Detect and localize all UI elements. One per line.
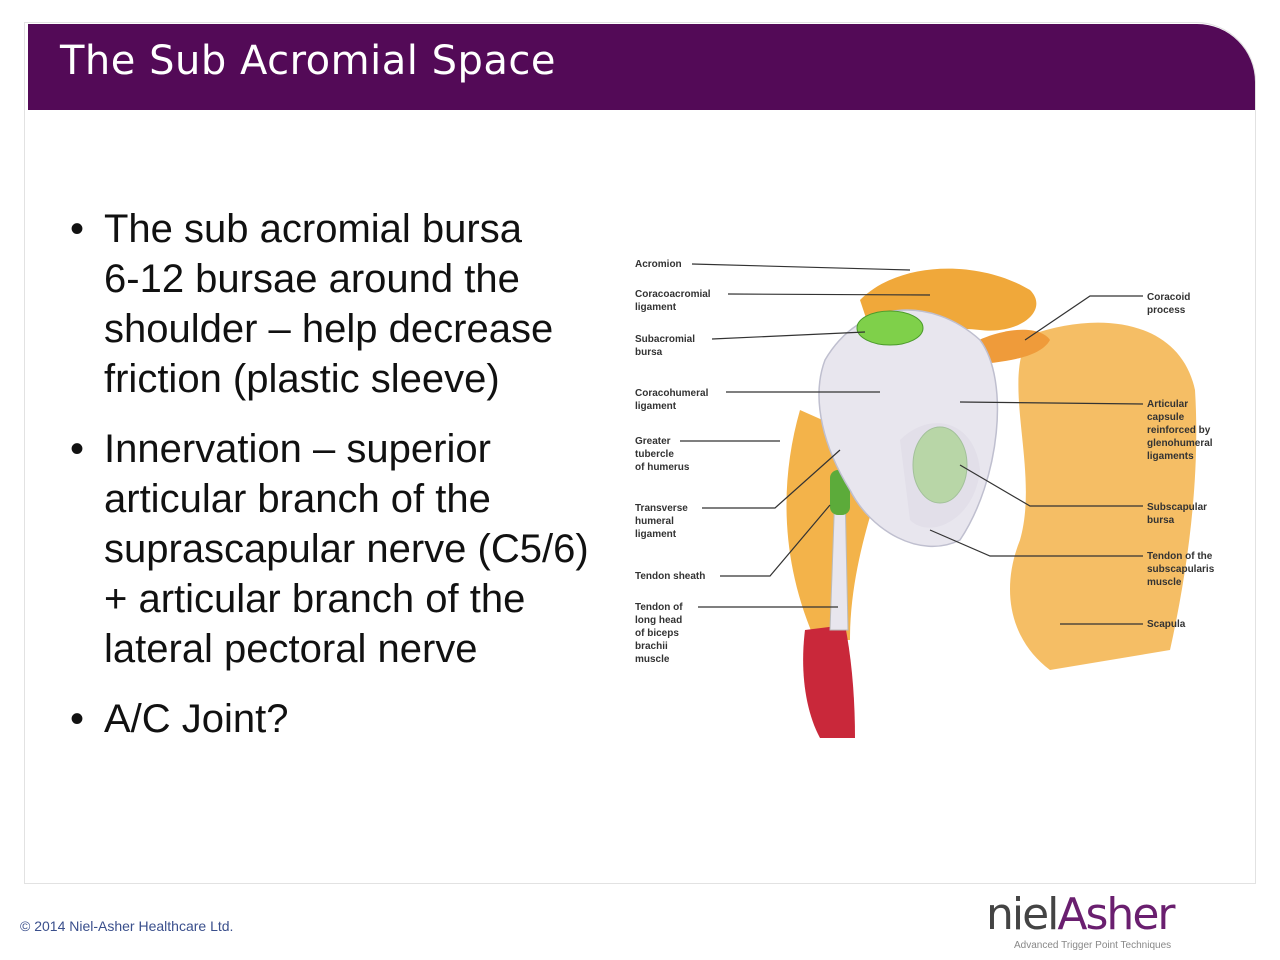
leader-line	[691, 263, 911, 271]
anatomy-illustration	[786, 268, 1197, 738]
label-tendon-sheath: Tendon sheath	[635, 571, 705, 582]
slide-title: The Sub Acromial Space	[60, 38, 556, 84]
subscapularis-tendon	[900, 423, 980, 528]
bullet-item: • Innervation – superior articular branc…	[70, 424, 630, 674]
bullet-line: articular branch of the	[104, 477, 491, 521]
bullet-line: 6-12 bursae around the	[104, 257, 520, 301]
leader-line	[711, 331, 866, 340]
bullet-line: + articular branch of the	[104, 577, 526, 621]
brand-logo: nielAsher Advanced Trigger Point Techniq…	[986, 890, 1186, 956]
title-bar	[28, 24, 1255, 110]
bullet-line: Innervation – superior	[104, 427, 491, 471]
bullet-line: The sub acromial bursa	[104, 207, 522, 251]
bullet-item: • A/C Joint?	[70, 694, 630, 744]
bullet-line: A/C Joint?	[104, 697, 289, 741]
bullet-list: • The sub acromial bursa 6-12 bursae aro…	[70, 204, 630, 764]
biceps-muscle	[803, 625, 855, 738]
logo-part-niel: niel	[986, 889, 1059, 940]
bullet-line: friction (plastic sleeve)	[104, 357, 500, 401]
leader-line	[702, 449, 841, 509]
bullet-dot: •	[70, 697, 85, 741]
bullet-dot: •	[70, 427, 85, 471]
bullet-item: • The sub acromial bursa 6-12 bursae aro…	[70, 204, 630, 404]
bullet-line: shoulder – help decrease	[104, 307, 554, 351]
subacromial-bursa	[856, 310, 924, 346]
bullet-dot: •	[70, 207, 85, 251]
scapula	[1010, 322, 1197, 670]
bullet-line: suprascapular nerve (C5/6)	[104, 527, 589, 571]
leader-line	[720, 504, 831, 577]
leader-line	[929, 529, 1143, 557]
leader-line	[959, 401, 1144, 405]
label-scapula: Scapula	[1147, 619, 1186, 630]
logo-part-asher: Asher	[1057, 889, 1175, 940]
bullet-line: lateral pectoral nerve	[104, 627, 478, 671]
leader-line	[959, 464, 1143, 507]
logo-wordmark: nielAsher	[986, 890, 1186, 940]
leader-line	[727, 293, 931, 296]
copyright-notice: © 2014 Niel-Asher Healthcare Ltd.	[20, 918, 234, 934]
logo-tagline: Advanced Trigger Point Techniques	[1014, 940, 1172, 951]
label-acromion: Acromion	[635, 259, 682, 270]
leader-line	[1024, 295, 1143, 341]
